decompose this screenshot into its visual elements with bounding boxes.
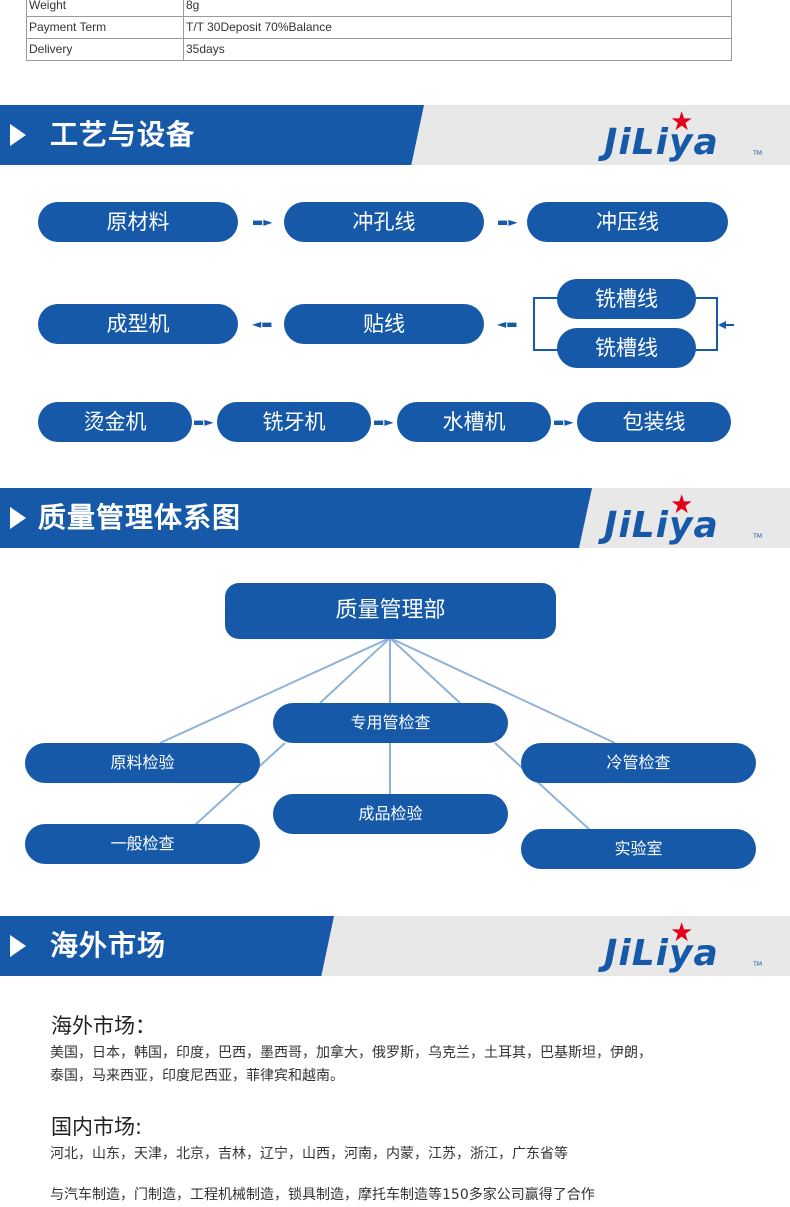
arrow-right-icon: ▬► <box>252 215 273 229</box>
star-icon: ★ <box>670 490 694 520</box>
banner-notch <box>0 117 10 153</box>
spec-value: T/T 30Deposit 70%Balance <box>183 16 732 39</box>
trademark-mark: TM <box>753 150 762 157</box>
quality-dept-box: 质量管理部 <box>225 583 556 639</box>
arrow-right-icon: ▬► <box>373 415 394 429</box>
table-row: Weight 8g <box>26 0 732 17</box>
section-title: 工艺与设备 <box>50 118 196 151</box>
laboratory-box: 实验室 <box>521 829 756 869</box>
arrow-right-icon: ▬► <box>193 415 214 429</box>
table-row: Delivery 35days <box>26 38 732 61</box>
spec-key: Delivery <box>26 38 184 61</box>
section-title: 质量管理体系图 <box>38 501 242 534</box>
spec-table: Weight 8g Payment Term T/T 30Deposit 70%… <box>26 0 732 61</box>
logo-text: JiLiya <box>604 122 719 163</box>
banner-notch <box>0 500 10 536</box>
brand-logo: JiLiya ★ TM <box>604 109 764 163</box>
finished-product-inspection-box: 成品检验 <box>273 794 508 834</box>
brand-logo: JiLiya ★ TM <box>604 492 764 546</box>
org-connector-lines <box>159 637 616 831</box>
brand-logo: JiLiya ★ TM <box>604 920 764 974</box>
process-step-milling-2: 铣槽线 <box>557 328 696 368</box>
section-title: 海外市场 <box>50 929 167 962</box>
banner-blue-band <box>0 105 424 165</box>
section-banner-process: 工艺与设备 JiLiya ★ TM <box>0 105 790 165</box>
process-step-hot-stamping: 烫金机 <box>38 402 192 442</box>
arrow-left-icon: ◄▬ <box>252 317 273 331</box>
process-step-water-tank: 水槽机 <box>397 402 551 442</box>
overseas-market-heading: 海外市场： <box>51 1014 156 1038</box>
domestic-market-list: 河北，山东，天津，北京，吉林，辽宁，山西，河南，内蒙，江苏，浙江，广东省等 <box>50 1146 568 1162</box>
trademark-mark: TM <box>753 533 762 540</box>
raw-material-inspection-box: 原料检验 <box>25 743 260 783</box>
process-step-thread-milling: 铣牙机 <box>217 402 371 442</box>
spec-value: 35days <box>183 38 732 61</box>
star-icon: ★ <box>670 107 694 137</box>
process-step-labeling: 贴线 <box>284 304 484 344</box>
process-step-packing: 包装线 <box>577 402 731 442</box>
process-step-raw-material: 原材料 <box>38 202 238 242</box>
banner-blue-band <box>0 488 592 548</box>
overseas-market-list-line2: 泰国，马来西亚，印度尼西亚，菲律宾和越南。 <box>50 1068 344 1084</box>
logo-text: JiLiya <box>604 505 719 546</box>
trademark-mark: TM <box>753 961 762 968</box>
arrow-left-icon: ◄▬ <box>497 317 518 331</box>
domestic-market-heading: 国内市场: <box>51 1115 143 1139</box>
banner-blue-band <box>0 916 334 976</box>
banner-notch <box>0 928 10 964</box>
spec-key: Weight <box>26 0 184 17</box>
spec-key: Payment Term <box>26 16 184 39</box>
arrow-right-icon: ▬► <box>497 215 518 229</box>
spec-value: 8g <box>183 0 732 17</box>
general-inspection-box: 一般检查 <box>25 824 260 864</box>
cooperation-text: 与汽车制造，门制造，工程机械制造，锁具制造，摩托车制造等150多家公司赢得了合作 <box>50 1187 595 1203</box>
section-banner-market: 海外市场 JiLiya ★ TM <box>0 916 790 976</box>
logo-text: JiLiya <box>604 933 719 974</box>
star-icon: ★ <box>670 918 694 948</box>
overseas-market-list-line1: 美国，日本，韩国，印度，巴西，墨西哥，加拿大，俄罗斯，乌克兰，土耳其，巴基斯坦，… <box>50 1045 652 1061</box>
section-banner-quality: 质量管理体系图 JiLiya ★ TM <box>0 488 790 548</box>
arrow-right-icon: ▬► <box>553 415 574 429</box>
process-step-stamping: 冲压线 <box>527 202 728 242</box>
process-step-forming: 成型机 <box>38 304 238 344</box>
process-step-punching: 冲孔线 <box>284 202 484 242</box>
parallel-bracket <box>533 297 734 351</box>
process-step-milling-1: 铣槽线 <box>557 279 696 319</box>
cold-tube-inspection-box: 冷管检查 <box>521 743 756 783</box>
table-row: Payment Term T/T 30Deposit 70%Balance <box>26 16 732 39</box>
special-tube-inspection-box: 专用管检查 <box>273 703 508 743</box>
